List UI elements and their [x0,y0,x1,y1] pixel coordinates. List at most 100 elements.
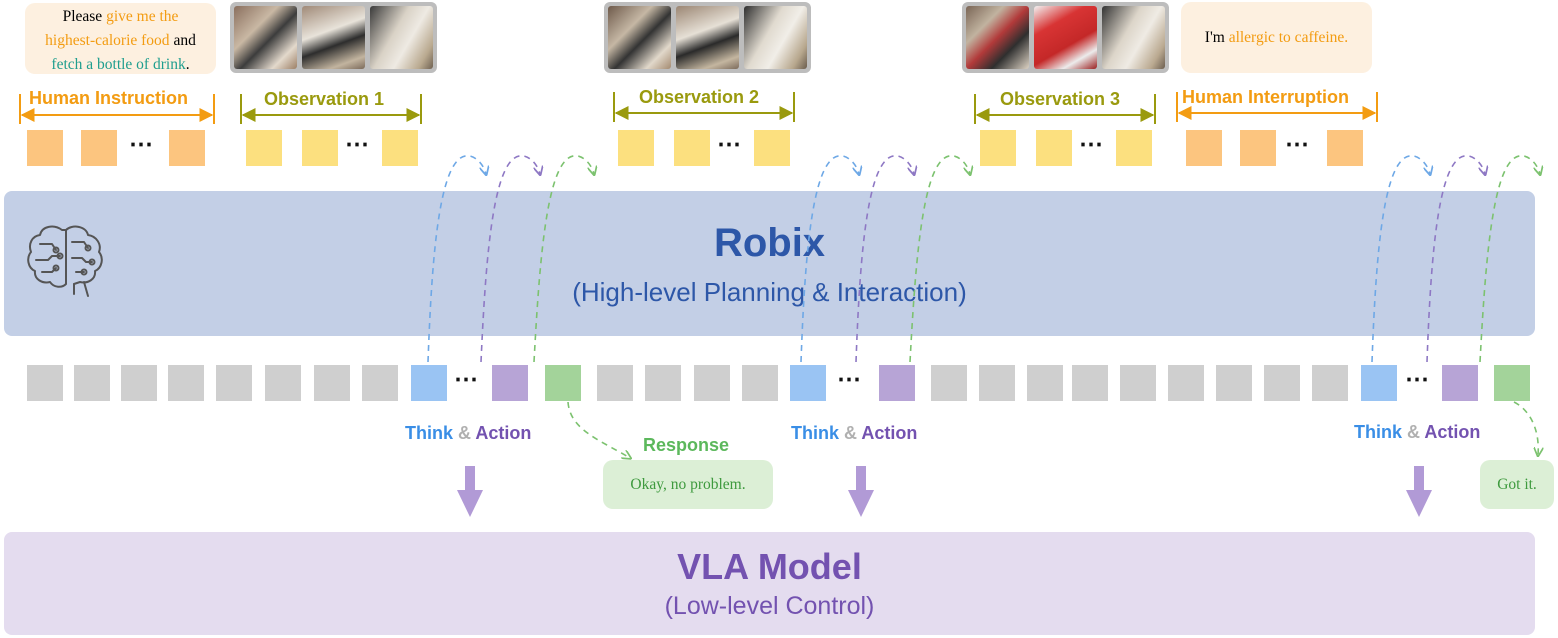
instruction-text: and [169,32,196,49]
vla-title: VLA Model [677,546,862,587]
think-token [1361,365,1397,401]
gray-token [979,365,1015,401]
response-feedback-curve [909,155,970,363]
think-token [790,365,826,401]
vla-panel: VLA Model (Low-level Control) [4,532,1535,635]
response-bubble-2: Got it. [1480,460,1554,509]
robix-subtitle: (High-level Planning & Interaction) [572,277,967,307]
observation-2-images [604,2,811,73]
observation-token [1116,130,1152,166]
gray-token [1264,365,1300,401]
gray-token [362,365,398,401]
interruption-token [1186,130,1222,166]
response-token [545,365,581,401]
ellipsis: ⋯ [837,366,862,393]
response-feedback-curve [533,155,594,363]
observation-1-bracket [240,94,422,124]
gray-token [1312,365,1348,401]
observation-token [302,130,338,166]
down-arrow [457,466,483,517]
ampersand: & [1402,422,1425,442]
gray-token [1168,365,1204,401]
gray-token [1027,365,1063,401]
action-label: Action [475,423,532,443]
human-interruption-bracket [1176,92,1378,122]
think-action-label: Think & Action [405,423,531,444]
instruction-text: Please [62,8,107,25]
think-feedback-curve [800,155,859,363]
observation-token [754,130,790,166]
think-label: Think [405,423,453,443]
action-feedback-curve [1426,155,1485,363]
observation-photo [234,6,297,69]
ellipsis: ⋯ [345,131,370,158]
instruction-line-3: fetch a bottle of drink. [25,53,216,77]
observation-2-bracket [613,92,795,122]
instruction-line-2: highest-calorie food and [25,29,216,53]
instruction-highlight: highest-calorie food [45,32,170,49]
observation-token [618,130,654,166]
gray-token [931,365,967,401]
interruption-highlight: allergic to caffeine. [1228,29,1349,46]
gray-token [1120,365,1156,401]
human-instruction-bracket [19,94,215,124]
interruption-token [1327,130,1363,166]
observation-photo [1034,6,1097,69]
observation-token [246,130,282,166]
observation-token [382,130,418,166]
response-label: Response [643,435,730,455]
observation-photo [744,6,807,69]
gray-token [168,365,204,401]
response-bubble-1: Okay, no problem. [603,460,773,509]
gray-token [314,365,350,401]
ampersand: & [453,423,476,443]
observation-3-bracket [974,94,1156,124]
ellipsis: ⋯ [1285,131,1310,158]
observation-1-images [230,2,437,73]
action-label: Action [1424,422,1481,442]
observation-photo [608,6,671,69]
gray-token [597,365,633,401]
think-feedback-curve [427,155,486,363]
observation-photo [302,6,365,69]
observation-photo [1102,6,1165,69]
observation-photo [966,6,1029,69]
gray-token [694,365,730,401]
action-token [492,365,528,401]
observation-photo [676,6,739,69]
observation-3-label: Observation 3 [1000,89,1121,109]
gray-token [27,365,63,401]
instruction-text: . [185,56,190,73]
ellipsis: ⋯ [1405,366,1430,393]
observation-token [674,130,710,166]
human-instruction-label: Human Instruction [29,88,189,108]
gray-token [216,365,252,401]
think-feedback-curve [1371,155,1430,363]
action-feedback-curve [855,155,914,363]
interruption-token [1240,130,1276,166]
gray-token [645,365,681,401]
down-arrow [848,466,874,517]
ellipsis: ⋯ [1079,131,1104,158]
interruption-bubble: I'm allergic to caffeine. [1181,2,1372,73]
think-action-label: Think & Action [1354,422,1480,443]
action-feedback-curve [480,155,540,363]
ellipsis: ⋯ [454,366,479,393]
action-token [879,365,915,401]
response-connector [567,401,630,458]
interruption-text: I'm [1204,29,1229,46]
instruction-token [81,130,117,166]
gray-token [121,365,157,401]
instruction-bubble: Please give me the highest-calorie food … [25,3,216,74]
action-token [1442,365,1478,401]
instruction-highlight: fetch a bottle of drink [51,56,186,73]
gray-token [265,365,301,401]
observation-1-label: Observation 1 [264,89,385,109]
observation-2-label: Observation 2 [639,87,760,107]
action-label: Action [861,423,918,443]
brain-icon [27,225,103,297]
response-connector [1513,401,1538,455]
robix-panel: Robix (High-level Planning & Interaction… [4,191,1535,336]
response-feedback-curve [1479,155,1540,363]
